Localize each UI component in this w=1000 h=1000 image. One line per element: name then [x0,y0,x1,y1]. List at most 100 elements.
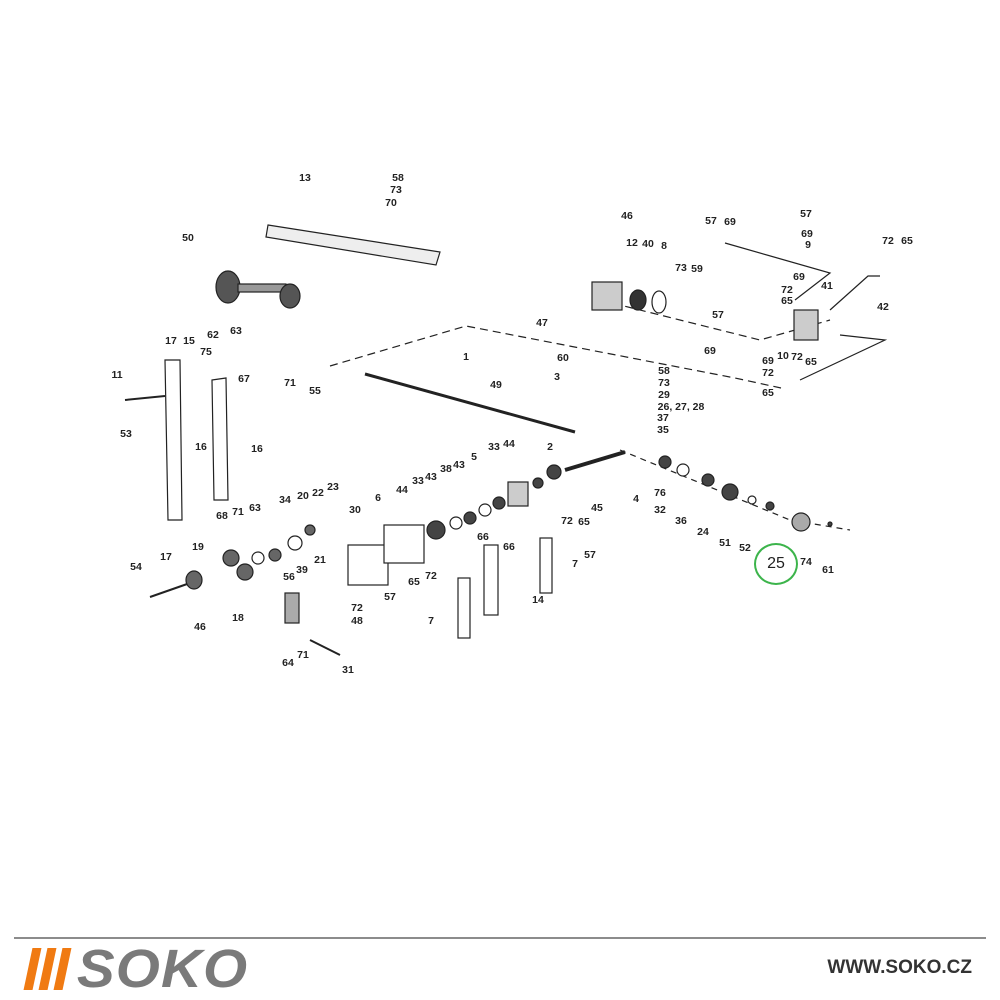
callout[interactable]: 23 [327,481,339,493]
callout[interactable]: 1 [463,351,469,363]
callout[interactable]: 32 [654,504,666,516]
callout[interactable]: 22 [312,487,324,499]
callout[interactable]: 60 [557,352,569,364]
callout[interactable]: 46 [621,210,633,222]
callout[interactable]: 65 [781,295,793,307]
highlighted-part-callout[interactable]: 25 [754,543,798,585]
callout[interactable]: 44 [503,438,515,450]
callout[interactable]: 58 [392,172,404,184]
callout[interactable]: 75 [200,346,212,358]
callout[interactable]: 64 [282,657,294,669]
callout[interactable]: 72 [762,367,774,379]
callout[interactable]: 57 [712,309,724,321]
callout[interactable]: 6 [375,492,381,504]
callout[interactable]: 16 [251,443,263,455]
callout[interactable]: 73 [658,377,670,389]
callout[interactable]: 73 [390,184,402,196]
callout[interactable]: 57 [705,215,717,227]
callout[interactable]: 71 [284,377,296,389]
callout[interactable]: 42 [877,301,889,313]
callout[interactable]: 57 [800,208,812,220]
callout[interactable]: 65 [901,235,913,247]
callout[interactable]: 29 [658,389,670,401]
callout[interactable]: 65 [762,387,774,399]
callout[interactable]: 69 [704,345,716,357]
callout[interactable]: 55 [309,385,321,397]
callout[interactable]: 59 [691,263,703,275]
callout[interactable]: 12 [626,237,638,249]
callout[interactable]: 69 [801,228,813,240]
callout[interactable]: 72 [561,515,573,527]
callout[interactable]: 61 [822,564,834,576]
callout[interactable]: 45 [591,502,603,514]
callout[interactable]: 39 [296,564,308,576]
callout[interactable]: 33 [488,441,500,453]
callout[interactable]: 21 [314,554,326,566]
callout[interactable]: 37 [657,412,669,424]
callout[interactable]: 49 [490,379,502,391]
callout[interactable]: 47 [536,317,548,329]
callout[interactable]: 43 [425,471,437,483]
callout[interactable]: 57 [384,591,396,603]
callout[interactable]: 66 [477,531,489,543]
callout[interactable]: 69 [724,216,736,228]
callout[interactable]: 7 [572,558,578,570]
callout[interactable]: 69 [793,271,805,283]
callout[interactable]: 44 [396,484,408,496]
callout[interactable]: 13 [299,172,311,184]
callout[interactable]: 73 [675,262,687,274]
callout[interactable]: 4 [633,493,639,505]
callout[interactable]: 36 [675,515,687,527]
callout[interactable]: 46 [194,621,206,633]
callout[interactable]: 35 [657,424,669,436]
callout[interactable]: 72 [351,602,363,614]
callout[interactable]: 18 [232,612,244,624]
callout[interactable]: 10 [777,350,789,362]
callout[interactable]: 15 [183,335,195,347]
callout[interactable]: 51 [719,537,731,549]
callout[interactable]: 65 [578,516,590,528]
callout[interactable]: 57 [584,549,596,561]
callout[interactable]: 31 [342,664,354,676]
callout[interactable]: 53 [120,428,132,440]
callout[interactable]: 17 [160,551,172,563]
callout[interactable]: 74 [800,556,812,568]
callout[interactable]: 9 [805,239,811,251]
callout[interactable]: 66 [503,541,515,553]
callout[interactable]: 24 [697,526,709,538]
callout[interactable]: 68 [216,510,228,522]
callout[interactable]: 5 [471,451,477,463]
callout[interactable]: 72 [425,570,437,582]
website-link[interactable]: WWW.SOKO.CZ [827,957,972,978]
callout[interactable]: 33 [412,475,424,487]
callout[interactable]: 56 [283,571,295,583]
callout[interactable]: 52 [739,542,751,554]
soko-logo[interactable]: SOKO [23,939,247,999]
callout[interactable]: 11 [111,369,123,381]
callout[interactable]: 72 [882,235,894,247]
callout[interactable]: 16 [195,441,207,453]
callout[interactable]: 69 [762,355,774,367]
callout[interactable]: 7 [428,615,434,627]
callout[interactable]: 3 [554,371,560,383]
callout[interactable]: 50 [182,232,194,244]
callout[interactable]: 38 [440,463,452,475]
callout[interactable]: 40 [642,238,654,250]
callout[interactable]: 26, 27, 28 [657,401,705,413]
callout[interactable]: 72 [781,284,793,296]
callout[interactable]: 54 [130,561,142,573]
callout[interactable]: 63 [249,502,261,514]
callout[interactable]: 65 [805,356,817,368]
callout[interactable]: 63 [230,325,242,337]
callout[interactable]: 71 [232,506,244,518]
callout[interactable]: 48 [351,615,363,627]
callout[interactable]: 17 [165,335,177,347]
callout[interactable]: 2 [547,441,553,453]
callout[interactable]: 34 [279,494,291,506]
callout[interactable]: 62 [207,329,219,341]
callout[interactable]: 76 [654,487,666,499]
callout[interactable]: 14 [532,594,544,606]
callout[interactable]: 58 [658,365,670,377]
callout[interactable]: 19 [192,541,204,553]
callout[interactable]: 67 [238,373,250,385]
